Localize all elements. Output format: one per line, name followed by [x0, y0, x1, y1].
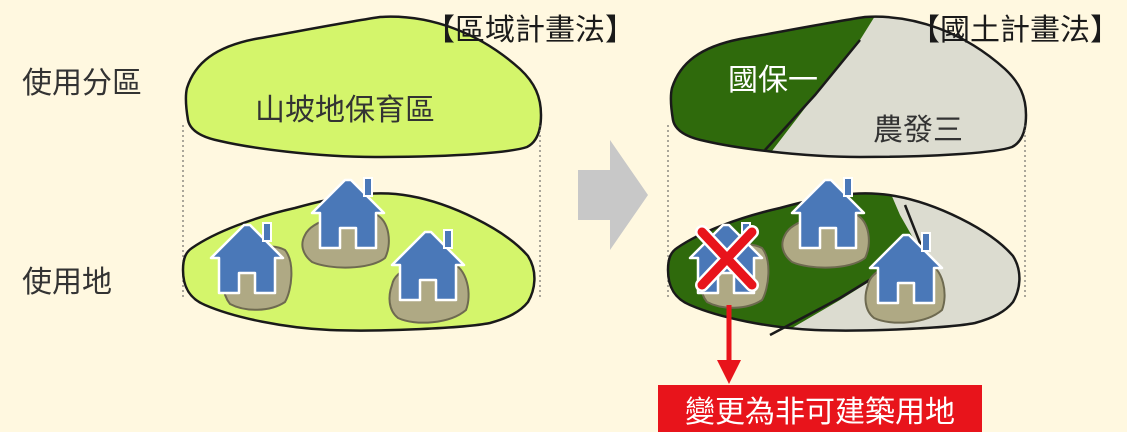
left-house-lot	[209, 221, 293, 311]
non-buildable-land-callout: 變更為非可建築用地	[658, 385, 982, 432]
conservation-zone-1-label: 國保一	[728, 63, 818, 98]
left-house-lot	[301, 176, 390, 269]
slopeland-conservation-zone-label: 山坡地保育區	[255, 93, 435, 128]
zoning-row-label: 使用分區	[22, 66, 142, 101]
right-house-lot	[781, 176, 870, 269]
land-use-row-label: 使用地	[22, 265, 112, 300]
left-house-lot	[388, 228, 470, 324]
agricultural-zone-3-label: 農發三	[873, 113, 963, 148]
right-house-lot	[864, 231, 946, 324]
transition-arrow	[578, 140, 648, 250]
callout-pointer-arrow	[717, 305, 741, 384]
left-zoning-blob	[184, 15, 543, 159]
national-spatial-planning-act-title: 【國土計畫法】	[910, 13, 1120, 48]
regional-planning-act-title: 【區域計畫法】	[425, 13, 635, 48]
red-x-icon	[695, 225, 759, 292]
